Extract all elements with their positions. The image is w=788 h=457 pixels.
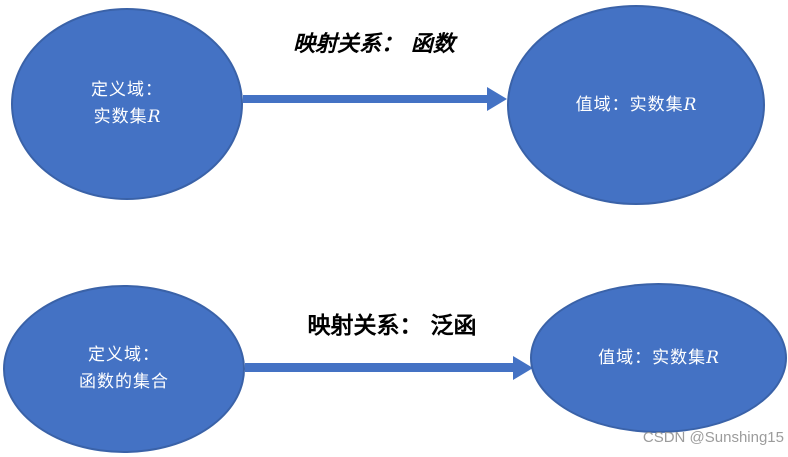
range-ellipse-function: 值域：实数集R [507,5,765,205]
mapping-relation-label-functional: 映射关系： 泛函 [307,312,477,339]
arrow-shaft-function [243,95,489,103]
arrow-shaft-functional [245,363,515,372]
domain-label-line1: 定义域： [91,80,163,100]
range-symbol: R [683,94,697,115]
domain-symbol: R [147,107,161,127]
range-ellipse-functional-text: 值域：实数集R [598,345,719,372]
domain-ellipse-real-numbers-text: 定义域： 实数集R [91,77,163,131]
domain-ellipse-function-set: 定义域： 函数的集合 [3,285,245,453]
arrowhead-icon-functional [513,356,533,380]
range-symbol: R [706,347,719,368]
domain-ellipse-function-set-text: 定义域： 函数的集合 [79,342,169,396]
domain-label-line1: 定义域： [88,345,160,365]
domain-ellipse-real-numbers: 定义域： 实数集R [11,8,243,200]
mapping-relation-label-function: 映射关系： 函数 [293,31,455,57]
range-ellipse-function-text: 值域：实数集R [576,92,697,119]
csdn-watermark: CSDN @Sunshing15 [642,429,784,446]
range-label: 值域：实数集 [598,347,707,368]
range-ellipse-functional: 值域：实数集R [530,283,787,433]
range-label: 值域：实数集 [575,94,684,115]
domain-label-line2: 函数的集合 [79,372,169,392]
arrowhead-icon-function [487,87,507,111]
domain-label-line2: 实数集 [93,107,148,127]
